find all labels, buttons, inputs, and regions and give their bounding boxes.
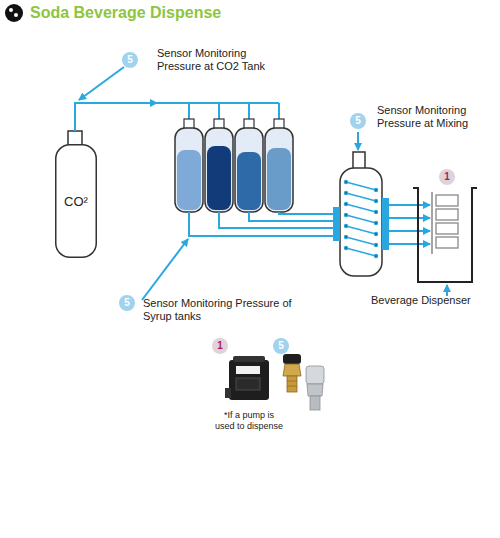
leader-arrow (142, 239, 188, 300)
callout-number: 5 (350, 113, 366, 129)
callout-text: Sensor Monitoring Pressure of Syrup tank… (143, 297, 293, 323)
callout-text: Sensor Monitoring Pressure at CO2 Tank (157, 47, 282, 73)
syrup-tank (265, 119, 293, 212)
dispenser-rack (431, 192, 433, 254)
leader-arrow (357, 132, 359, 150)
syrup-tank (175, 119, 203, 212)
mixer-coil (345, 181, 378, 258)
callout-text: Sensor Monitoring Pressure at Mixing (377, 104, 497, 130)
node-text-box: CO² (55, 144, 97, 258)
gas-tank: CO² (55, 144, 97, 258)
pressure-sensor (283, 354, 301, 392)
callout-number: 1 (212, 338, 228, 354)
syrup-pipe (189, 212, 334, 236)
pressure-sensor (306, 366, 324, 410)
tank-label: CO² (64, 194, 88, 209)
callout-text: Beverage Dispenser (371, 294, 499, 307)
tank-cap (68, 131, 82, 145)
syrup-tank (235, 119, 263, 212)
callout-number: 5 (119, 295, 135, 311)
leader-arrow (79, 67, 124, 100)
co2-pipe (75, 103, 279, 131)
beverage-dispenser (413, 188, 477, 282)
dispenser-valve (436, 195, 458, 248)
diagram-title: Soda Beverage Dispense (30, 3, 221, 23)
title-icon-dot (9, 8, 13, 12)
mixer-inlet (333, 207, 340, 241)
title-icon-dot (14, 13, 18, 17)
callout-number: 1 (439, 169, 455, 185)
co2-branch-pipe (189, 103, 279, 119)
flow-arrow (150, 99, 158, 107)
pump-controller (225, 356, 269, 400)
syrup-tank (205, 119, 233, 212)
mixer-outlet (382, 198, 389, 250)
callout-number: 5 (122, 52, 138, 68)
title-icon (5, 4, 23, 22)
tank-body (56, 145, 97, 258)
mixer-body (340, 168, 382, 276)
callout-number: 5 (273, 338, 289, 354)
dispense-pipe (389, 205, 430, 244)
footnote: *If a pump is used to dispense (213, 410, 285, 432)
